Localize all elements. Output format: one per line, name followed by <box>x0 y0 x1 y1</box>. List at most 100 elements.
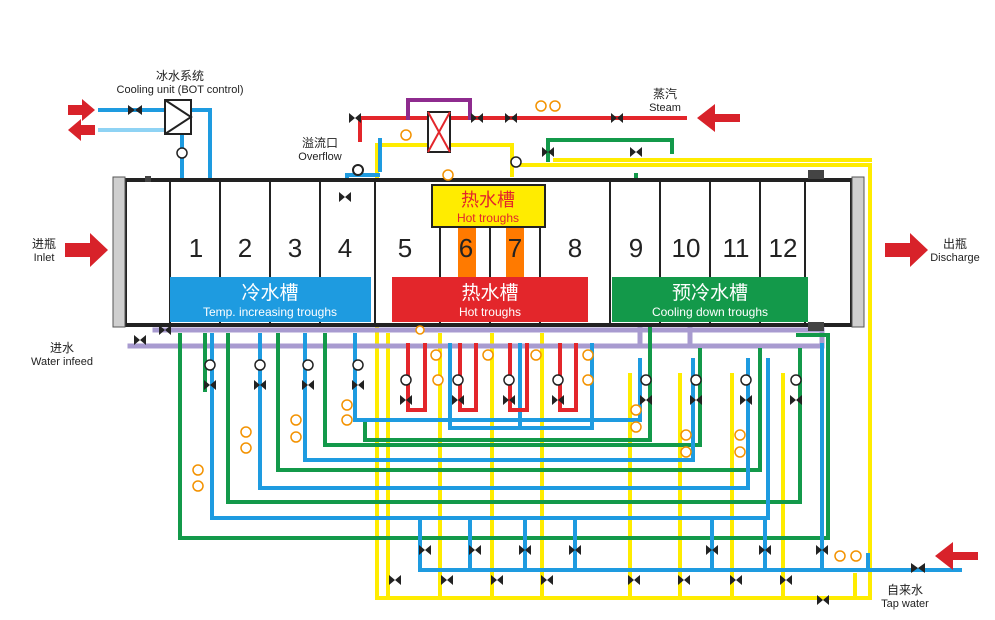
gauge-icon <box>630 421 642 433</box>
gauge-icon <box>680 429 692 441</box>
valve-icon <box>349 113 361 123</box>
control-valve-icon <box>441 575 453 585</box>
control-valve-icon <box>740 395 752 405</box>
gauge-icon <box>442 169 454 181</box>
control-valve-icon <box>541 575 553 585</box>
chamber-number: 2 <box>238 233 252 263</box>
steam-label-cn: 蒸汽 <box>653 86 677 101</box>
gauge-icon <box>432 374 444 386</box>
hot-tank-label-en: Hot troughs <box>457 211 519 225</box>
zone-cooling: 预冷水槽 Cooling down troughs <box>612 277 808 322</box>
chamber-number: 3 <box>288 233 302 263</box>
zone-cooling-cn: 预冷水槽 <box>672 282 748 304</box>
overflow-label-cn: 溢流口 <box>302 136 338 150</box>
valve-icon <box>159 325 171 335</box>
zone-cold-en: Temp. increasing troughs <box>203 305 337 319</box>
control-valve-icon <box>690 395 702 405</box>
pump-icon <box>400 374 412 386</box>
zone-cold: 冷水槽 Temp. increasing troughs <box>170 277 371 322</box>
control-valve-icon <box>204 380 216 390</box>
steam-heat-exchanger-icon <box>427 111 451 153</box>
control-valve-icon <box>491 575 503 585</box>
hot-riser-7 <box>506 228 524 278</box>
control-valve-icon <box>816 545 828 555</box>
steam-label-en: Steam <box>649 102 681 114</box>
pump-icon <box>640 374 652 386</box>
gauges <box>192 100 862 562</box>
valve-icon <box>128 105 142 115</box>
overflow-label-en: Overflow <box>298 151 341 163</box>
pipe-network <box>98 98 962 600</box>
valve-icon <box>134 335 146 345</box>
valve-icon <box>911 563 925 573</box>
cooling-unit-label-en: Cooling unit (BOT control) <box>117 84 244 96</box>
tap-water-label-en: Tap water <box>881 598 929 610</box>
chamber-number: 10 <box>672 233 701 263</box>
motor-icon <box>808 170 824 179</box>
chamber-number: 5 <box>398 233 412 263</box>
control-valve-icon <box>640 395 652 405</box>
gauge-icon <box>834 550 846 562</box>
text-labels: 冰水系统 Cooling unit (BOT control) 溢流口 Over… <box>31 69 980 610</box>
chamber-number: 7 <box>508 233 522 263</box>
gauge-icon <box>535 100 547 112</box>
chamber-number: 9 <box>629 233 643 263</box>
gauge-icon <box>582 374 594 386</box>
inlet-label-en: Inlet <box>34 252 55 264</box>
pumps <box>176 147 802 386</box>
control-valve-icon <box>790 395 802 405</box>
valve-icon <box>611 113 623 123</box>
valve-icon <box>339 192 351 202</box>
control-valve-icon <box>552 395 564 405</box>
gauge-icon <box>240 426 252 438</box>
hot-riser-6 <box>458 228 476 278</box>
chamber-numbers: 1 2 3 4 5 6 7 8 9 10 11 12 <box>189 233 798 263</box>
steam-arrow <box>697 104 740 132</box>
gauge-icon <box>582 349 594 361</box>
pump-icon <box>790 374 802 386</box>
gauge-icon <box>341 414 353 426</box>
tap-water-arrow <box>935 542 978 570</box>
chamber-number: 1 <box>189 233 203 263</box>
zone-hot-cn: 热水槽 <box>461 282 518 304</box>
valve-icon <box>817 595 829 605</box>
control-valve-icon <box>569 545 581 555</box>
gauge-icon <box>341 399 353 411</box>
gauge-icon <box>734 429 746 441</box>
tap-water-label-cn: 自来水 <box>887 583 923 597</box>
water-infeed-label-cn: 进水 <box>50 341 74 355</box>
gauge-icon <box>680 446 692 458</box>
control-valve-icon <box>254 380 266 390</box>
inlet-arrow <box>65 233 108 267</box>
control-valve-icon <box>400 395 412 405</box>
pump-icon <box>352 359 364 371</box>
gauge-icon <box>240 442 252 454</box>
water-infeed-label-en: Water infeed <box>31 356 93 368</box>
gauge-icon <box>850 550 862 562</box>
chamber-number: 11 <box>723 233 750 263</box>
pump-icon <box>552 374 564 386</box>
pump-icon <box>176 147 188 159</box>
control-valve-icon <box>780 575 792 585</box>
valves <box>128 105 925 605</box>
pump-icon <box>254 359 266 371</box>
heat-exchanger-icon <box>164 99 193 135</box>
control-valve-icon <box>628 575 640 585</box>
hot-tank-header: 热水槽 Hot troughs <box>431 184 546 228</box>
pump-icon <box>204 359 216 371</box>
gauge-icon <box>734 446 746 458</box>
control-valve-icon <box>706 545 718 555</box>
chamber-number: 8 <box>568 233 582 263</box>
gauge-icon <box>430 349 442 361</box>
control-valve-icon <box>452 395 464 405</box>
pump-icon <box>302 359 314 371</box>
control-valve-icon <box>389 575 401 585</box>
gauge-icon <box>415 325 425 335</box>
gauge-icon <box>192 464 204 476</box>
drive-motors <box>145 170 824 331</box>
gauge-icon <box>482 349 494 361</box>
chamber-number: 4 <box>338 233 352 263</box>
pump-icon <box>452 374 464 386</box>
motor-icon <box>145 176 151 182</box>
